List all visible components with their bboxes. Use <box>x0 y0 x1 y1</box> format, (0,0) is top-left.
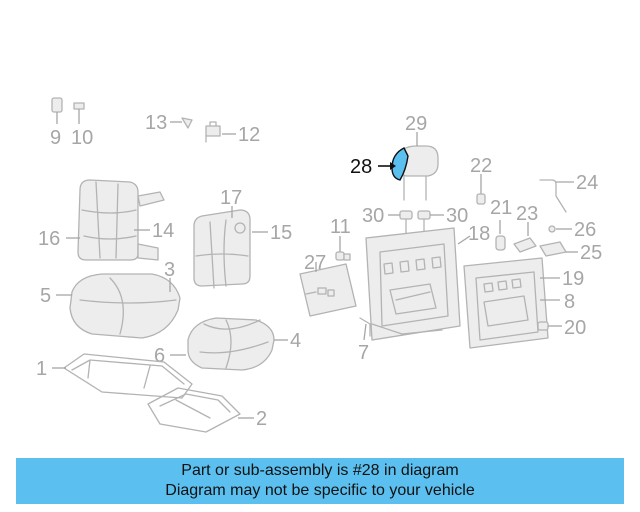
part-23 <box>513 222 537 253</box>
callout-27: 27 <box>304 252 326 274</box>
callout-6: 6 <box>154 345 165 367</box>
seat-back-left <box>77 179 165 261</box>
callout-16: 16 <box>38 228 60 250</box>
guide-30-left <box>388 210 413 235</box>
callout-17: 17 <box>220 187 242 209</box>
seat-cushion-left <box>69 273 181 339</box>
headrest-cover-28-highlighted <box>378 147 409 181</box>
part-24 <box>539 179 574 213</box>
callout-29: 29 <box>405 113 427 135</box>
seat-back-right <box>193 209 251 289</box>
callout-25: 25 <box>580 242 602 264</box>
callout-13: 13 <box>145 112 167 134</box>
callout-4: 4 <box>290 330 301 352</box>
callout-8: 8 <box>564 291 575 313</box>
callout-19: 19 <box>562 268 584 290</box>
callout-14: 14 <box>152 220 174 242</box>
callout-12: 12 <box>238 124 260 146</box>
part-13 <box>170 117 193 129</box>
caption-banner: Part or sub-assembly is #28 in diagram D… <box>16 458 624 504</box>
callout-20: 20 <box>564 317 586 339</box>
caption-line-1: Part or sub-assembly is #28 in diagram <box>181 462 459 479</box>
seat-back-frame-18 <box>359 227 461 341</box>
callout-23: 23 <box>516 203 538 225</box>
part-10 <box>73 102 85 124</box>
callout-11: 11 <box>330 216 351 238</box>
part-26 <box>548 225 572 233</box>
callout-18: 18 <box>468 223 490 245</box>
part-22 <box>476 174 486 205</box>
callout-7: 7 <box>358 342 369 364</box>
part-21 <box>495 220 506 251</box>
callout-26: 26 <box>574 219 596 241</box>
callout-10: 10 <box>71 127 93 149</box>
caption-line-2: Diagram may not be specific to your vehi… <box>165 482 475 499</box>
callout-9: 9 <box>50 127 61 149</box>
part-11 <box>335 236 351 261</box>
seat-cushion-right <box>187 317 275 371</box>
callout-2: 2 <box>256 408 267 430</box>
callout-28: 28 <box>350 156 372 178</box>
part-20 <box>537 321 562 331</box>
callout-22: 22 <box>470 155 492 177</box>
callout-15: 15 <box>270 222 292 244</box>
part-12 <box>205 121 236 143</box>
callout-30-right: 30 <box>446 205 468 227</box>
callout-21: 21 <box>490 197 512 219</box>
callout-1: 1 <box>36 358 47 380</box>
seat-frame-2 <box>147 387 241 433</box>
part-9 <box>51 97 63 124</box>
callout-30-left: 30 <box>362 205 384 227</box>
callout-3: 3 <box>164 259 175 281</box>
callout-24: 24 <box>576 172 598 194</box>
part-27 <box>299 263 357 317</box>
part-25 <box>539 241 578 257</box>
seat-back-frame-8 <box>463 257 549 349</box>
callout-5: 5 <box>40 285 51 307</box>
seat-frame-1 <box>63 353 193 399</box>
